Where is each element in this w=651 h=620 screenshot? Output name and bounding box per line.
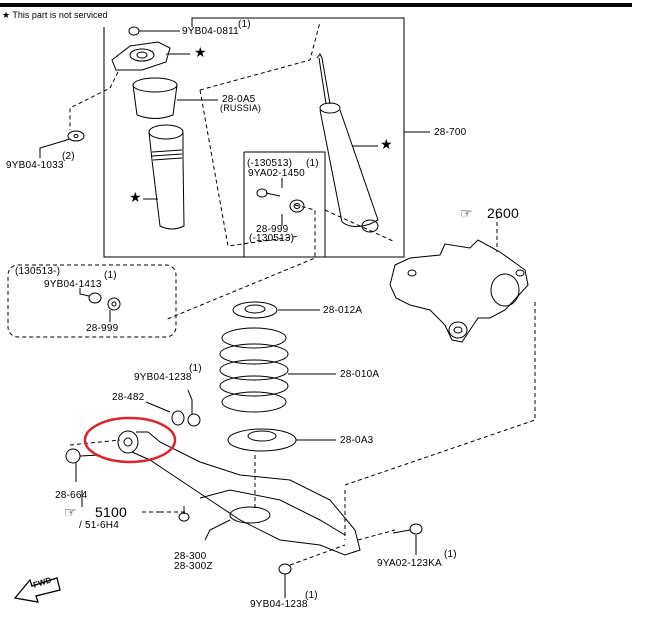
bushing-post-label[interactable]: 28-999 <box>86 323 119 334</box>
bump-stop-icon <box>132 77 218 119</box>
bushing-pre-label[interactable]: 28-999 <box>256 224 289 235</box>
upper-spring-seat-icon <box>232 301 320 319</box>
arm-bushing-label[interactable]: 28-482 <box>112 392 145 403</box>
outer-bolt-icon <box>392 523 423 555</box>
legend-note: ★ This part is not serviced <box>2 10 107 20</box>
bump-stop-label[interactable]: 28-0A5 <box>222 94 256 105</box>
washer-icon <box>39 130 85 158</box>
lower-spring-seat-label[interactable]: 28-0A3 <box>340 435 374 446</box>
subframe-ref-arrow: ☞ <box>64 504 77 520</box>
knuckle-icon <box>389 239 529 343</box>
subframe-ref-label[interactable]: 5100 <box>95 504 127 520</box>
bushing-icon <box>281 199 305 226</box>
upper-mount-star: ★ <box>194 44 207 60</box>
header-rule <box>0 3 632 7</box>
fwd-arrow-icon <box>13 577 61 603</box>
coil-spring-icon <box>219 327 336 413</box>
knuckle-ref-arrow: ☞ <box>460 205 473 221</box>
lower-spring-seat-icon <box>227 428 336 452</box>
subframe-ref-sub: / 51-6H4 <box>79 520 119 531</box>
washer-label[interactable]: 9YB04-1033 <box>6 160 64 171</box>
lower-arm-icon <box>117 430 361 556</box>
upper-spring-seat-label[interactable]: 28-012A <box>323 305 363 316</box>
legend-text: This part is not serviced <box>12 10 108 20</box>
bolt-post-icon <box>79 288 102 304</box>
bolt-pre-qty: (1) <box>306 158 319 169</box>
knuckle-ref-label[interactable]: 2600 <box>487 205 519 221</box>
star-icon: ★ <box>2 10 11 20</box>
outer-bolt-label[interactable]: 9YA02-123KA <box>377 558 442 569</box>
arm-nut-icon <box>187 389 201 427</box>
coil-spring-label[interactable]: 28-010A <box>340 369 380 380</box>
inner-frame-right <box>244 151 326 257</box>
lower-arm-alt-label[interactable]: 28-300Z <box>174 561 213 572</box>
arm-bolt-icon <box>65 448 101 482</box>
nut-top-qty: (1) <box>238 19 251 30</box>
upper-mount-icon <box>111 41 190 71</box>
arm-nut-label[interactable]: 9YB04-1238 <box>134 372 192 383</box>
lower-arm-label[interactable]: 28-300 <box>174 551 207 562</box>
highlight-circle <box>83 416 177 464</box>
arm-bushing-icon <box>145 401 185 426</box>
bolt-icon <box>256 178 283 198</box>
washer-qty: (2) <box>62 151 75 162</box>
dust-boot-star: ★ <box>129 189 142 205</box>
shock-star: ★ <box>380 136 393 152</box>
arm-nut-qty: (1) <box>189 363 202 374</box>
arm-bolt-label[interactable]: 28-664 <box>55 490 88 501</box>
bolt-pre-date: (-130513) <box>247 158 293 169</box>
shock-label[interactable]: 28-700 <box>434 127 467 138</box>
subframe-bolt-icon <box>178 506 190 522</box>
bolt-pre-label[interactable]: 9YA02-1450 <box>248 168 305 179</box>
bushing-post-icon <box>107 297 121 322</box>
bushing-pre-date: (-130513) <box>249 233 295 244</box>
bump-stop-note: (RUSSIA) <box>220 103 262 113</box>
nut-top-label[interactable]: 9YB04-0811 <box>182 26 239 37</box>
bolt-post-qty: (1) <box>104 270 117 281</box>
outer-bolt-qty: (1) <box>444 549 457 560</box>
bottom-nut-icon <box>278 563 292 598</box>
bolt-post-date: (130513-) <box>15 266 61 277</box>
bottom-nut-qty: (1) <box>305 590 318 601</box>
shock-absorber-icon <box>316 53 430 233</box>
shock-group-frame <box>103 17 405 258</box>
bolt-post-label[interactable]: 9YB04-1413 <box>44 279 102 290</box>
bottom-nut-label[interactable]: 9YB04-1238 <box>250 599 308 610</box>
post-130513-group <box>7 264 177 338</box>
nut-icon <box>128 26 180 36</box>
dust-boot-icon <box>143 124 185 230</box>
